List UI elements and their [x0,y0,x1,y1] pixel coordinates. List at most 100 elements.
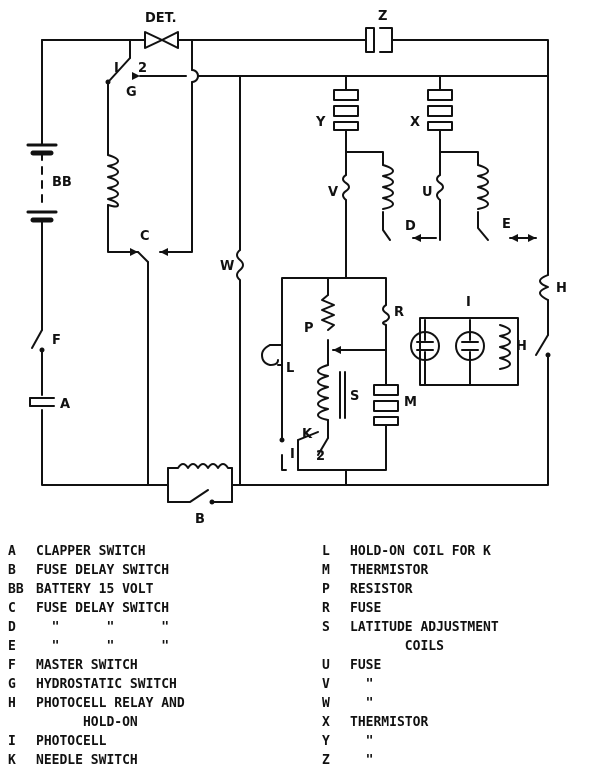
fuse-u [436,174,444,201]
legend-key: H [8,696,16,711]
label-r: R [394,305,404,320]
legend-left: A CLAPPER SWITCH B FUSE DELAY SWITCH BB BATTE… [8,542,308,770]
legend-description: " [350,694,588,713]
legend-description-text: " [350,734,374,749]
legend-description: RESISTOR [350,580,588,599]
legend-key: M [322,563,330,578]
legend-description-text: PHOTOCELL [36,734,107,749]
coil-d [382,164,394,210]
label-d: D [405,219,416,234]
label-a: A [60,397,70,412]
latitude-adjustment-coils-s [317,364,346,421]
photocell-i [410,327,485,365]
label-l: L [286,361,294,376]
legend-description-text: FUSE [350,658,382,673]
legend-key: I [8,734,16,749]
legend-key: E [8,639,16,654]
label-bb: BB [52,175,72,190]
fuse-delay-switch-b [167,463,233,505]
legend-entry: M THERMISTOR [322,561,588,580]
legend-description: " [350,732,588,751]
legend-entry: P RESISTOR [322,580,588,599]
legend-description: CLAPPER SWITCH [36,542,308,561]
label-w: W [220,259,234,274]
photocell-relay-coil-h [499,324,511,370]
legend-entry: A CLAPPER SWITCH [8,542,308,561]
circuit-diagram: DET. Z BB F A B G I 2 C W Y X V U D E H … [26,9,567,527]
legend-entry: W " [322,694,588,713]
legend-description: " " " [36,637,308,656]
legend-entry: E " " " [8,637,308,656]
legend-description-continuation: COILS [350,639,444,654]
battery-bb [26,143,58,223]
legend-description-text: LATITUDE ADJUSTMENT [350,620,499,635]
wiring [41,39,549,486]
label-u: U [422,185,433,200]
legend-entry: BB BATTERY 15 VOLT [8,580,308,599]
hydrostatic-switch-g [105,57,140,85]
legend-entry: X THERMISTOR [322,713,588,732]
legend-description-text: HYDROSTATIC SWITCH [36,677,177,692]
fuse-r [382,304,390,326]
legend-description: FUSE [350,599,588,618]
coil-e [477,164,489,210]
label-p: P [304,321,314,336]
label-v: V [328,185,338,200]
master-switch-f [31,329,45,353]
legend-description: " [350,675,588,694]
legend-description-text: " [350,677,374,692]
fuse-v [342,174,350,201]
legend-key: D [8,620,16,635]
legend-description: PHOTOCELL RELAY AND HOLD-ON [36,694,308,732]
legend-description-text: FUSE DELAY SWITCH [36,563,170,578]
legend-entry: B FUSE DELAY SWITCH [8,561,308,580]
legend-entry: Z " [322,751,588,770]
legend-key: BB [8,582,24,597]
legend-description-text: " [350,696,374,711]
legend-key: W [322,696,330,711]
needle-switch-k [279,431,329,471]
legend-description-text: HOLD-ON COIL FOR K [350,544,491,559]
legend-key: B [8,563,16,578]
legend-entry: H PHOTOCELL RELAY AND HOLD-ON [8,694,308,732]
legend-description-text: FUSE DELAY SWITCH [36,601,170,616]
legend-description: " " " [36,618,308,637]
legend-description-text: PHOTOCELL RELAY AND [36,696,185,711]
clapper-switch-a [29,397,55,407]
label-g-2: 2 [138,61,147,76]
relay-contact-h [535,334,551,358]
label-g-1: I [114,61,119,76]
legend-key: L [322,544,330,559]
thermistor-z [365,27,401,53]
legend-description: LATITUDE ADJUSTMENT COILS [350,618,588,656]
label-m: M [404,395,417,410]
legend-description: BATTERY 15 VOLT [36,580,308,599]
label-e: E [502,217,511,232]
legend-key: K [8,753,16,768]
legend-entry: D " " " [8,618,308,637]
legend-description: PHOTOCELL [36,732,308,751]
legend-description-text: BATTERY 15 VOLT [36,582,154,597]
legend-key: X [322,715,330,730]
legend-description: THERMISTOR [350,561,588,580]
legend-description: FUSE DELAY SWITCH [36,599,308,618]
legend-description-text: THERMISTOR [350,563,429,578]
thermistor-m [373,384,399,426]
thermistor-y [333,89,359,131]
label-b: B [195,512,205,527]
legend-key: A [8,544,16,559]
thermistor-x [427,89,453,131]
hold-on-coil-l [261,344,283,366]
legend-description-text: FUSE [350,601,382,616]
coil-g [107,154,119,208]
legend-description-text: THERMISTOR [350,715,429,730]
legend-key: P [322,582,330,597]
